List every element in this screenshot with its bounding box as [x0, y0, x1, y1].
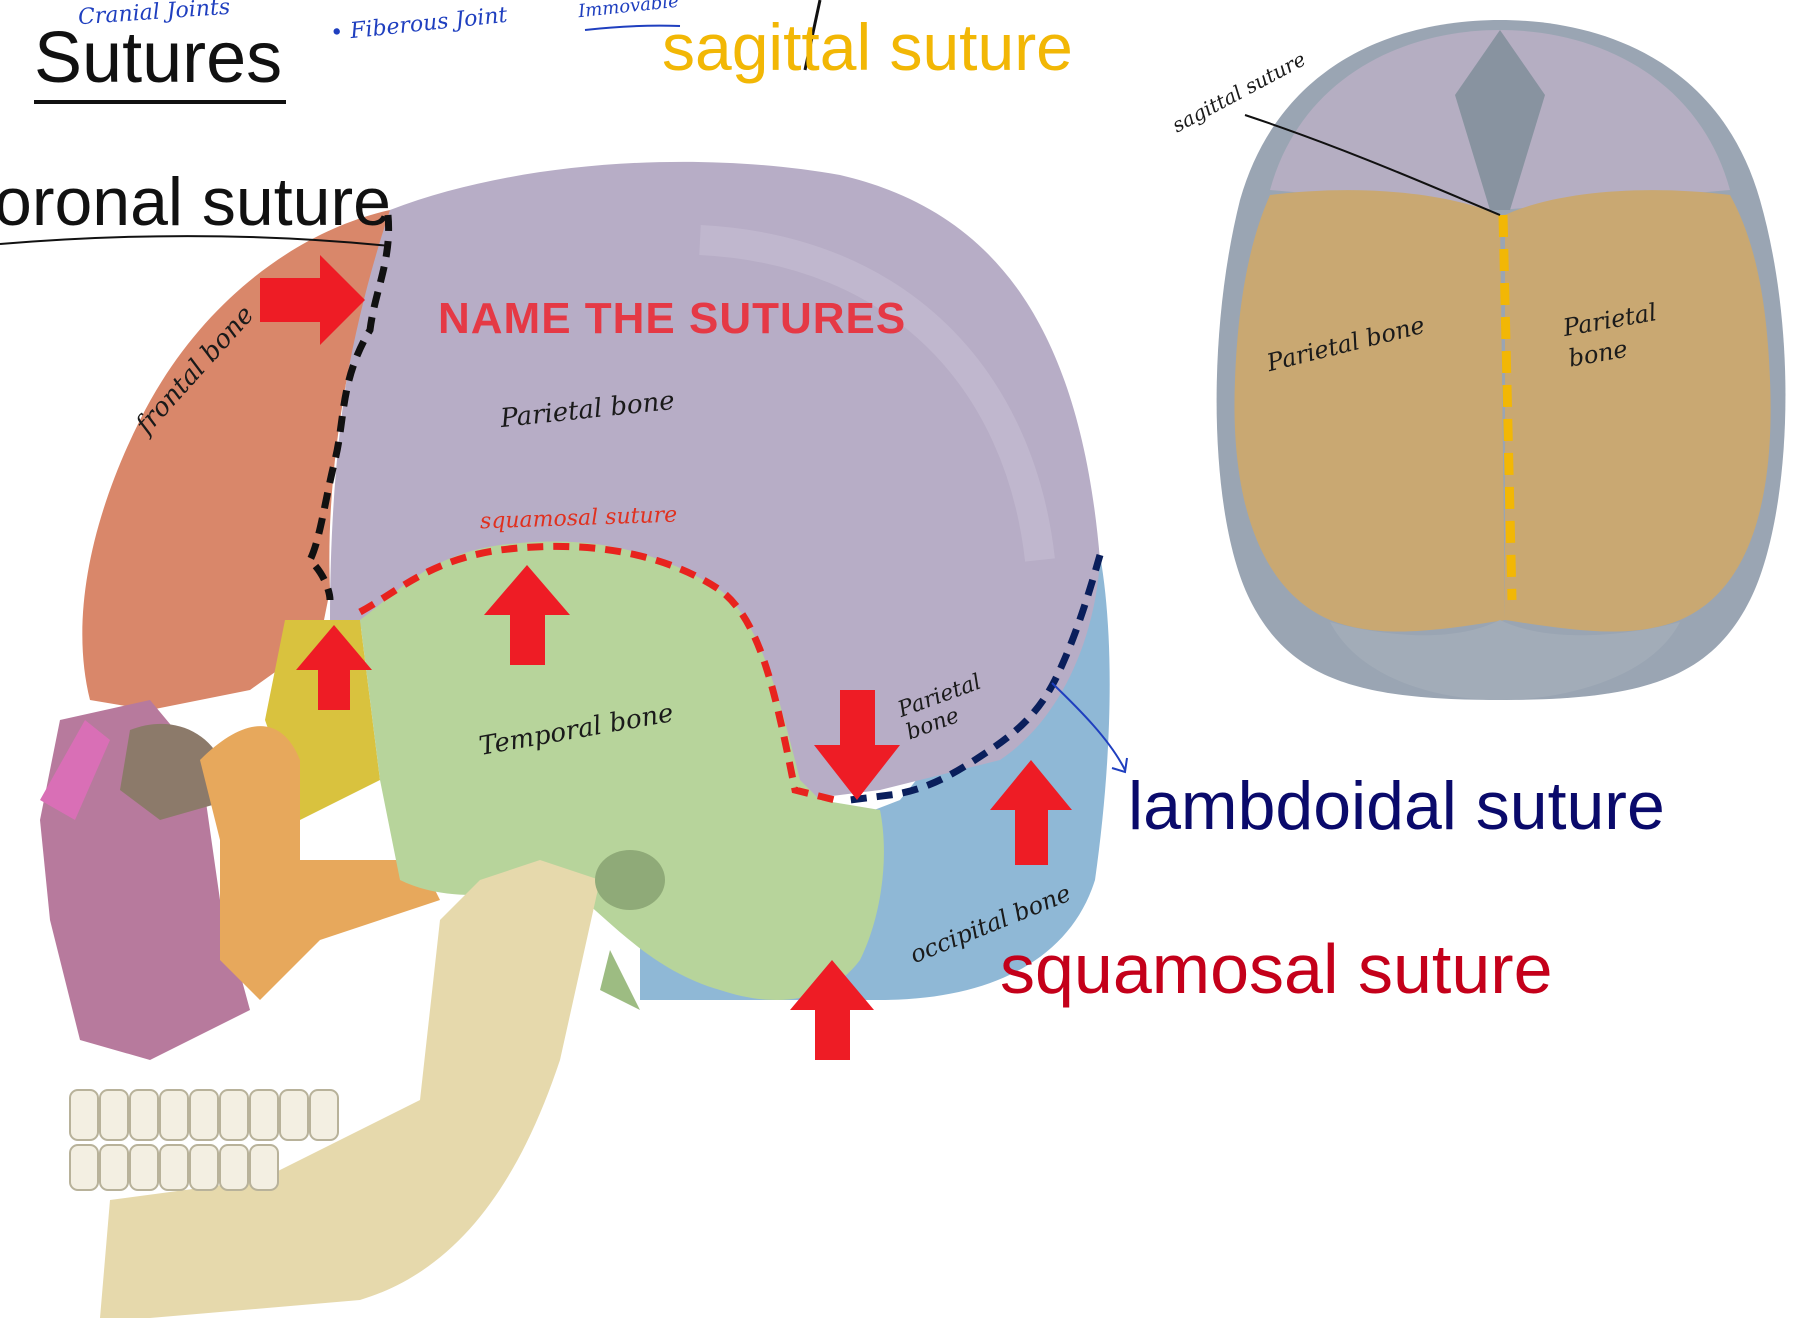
answer-sagittal: sagittal suture: [662, 10, 1073, 84]
title-underline: [34, 100, 286, 104]
teeth: [69, 1089, 339, 1191]
sagittal-suture-line: [1498, 214, 1517, 601]
arrow-squamosal-left: [296, 625, 372, 710]
coronal-underline: [0, 235, 391, 247]
parietal-bone-left: [1234, 190, 1505, 632]
arrow-lambdoid-up: [990, 760, 1072, 865]
page-title: Sutures: [34, 18, 283, 98]
parietal-bone-right: [1505, 190, 1771, 632]
squamosal-suture-line: [358, 542, 836, 804]
ear-canal: [595, 850, 665, 910]
lambdoidal-suture-line: [849, 554, 1104, 804]
sagittal-pointer: [1244, 114, 1501, 216]
arrow-occipital-up: [790, 960, 874, 1060]
arrow-lambdoid-down: [814, 690, 900, 800]
coronal-suture-line: [305, 214, 393, 601]
sagittal-slash: [803, 0, 822, 71]
name-the-sutures-overlay: NAME THE SUTURES: [438, 294, 907, 343]
mandible: [100, 860, 600, 1318]
answer-lambdoidal: lambdoidal suture: [1128, 768, 1665, 844]
frontal-bone: [82, 210, 390, 710]
arrow-coronal: [260, 255, 365, 345]
nasal-bone: [40, 720, 110, 820]
orbit: [120, 723, 230, 820]
lambdoidal-pointer: [1051, 682, 1126, 771]
arrow-squamosal-top: [484, 565, 570, 665]
answer-coronal: oronal suture: [0, 164, 391, 240]
zygomatic-bone: [200, 726, 440, 1000]
answer-squamosal: squamosal suture: [1000, 930, 1553, 1008]
